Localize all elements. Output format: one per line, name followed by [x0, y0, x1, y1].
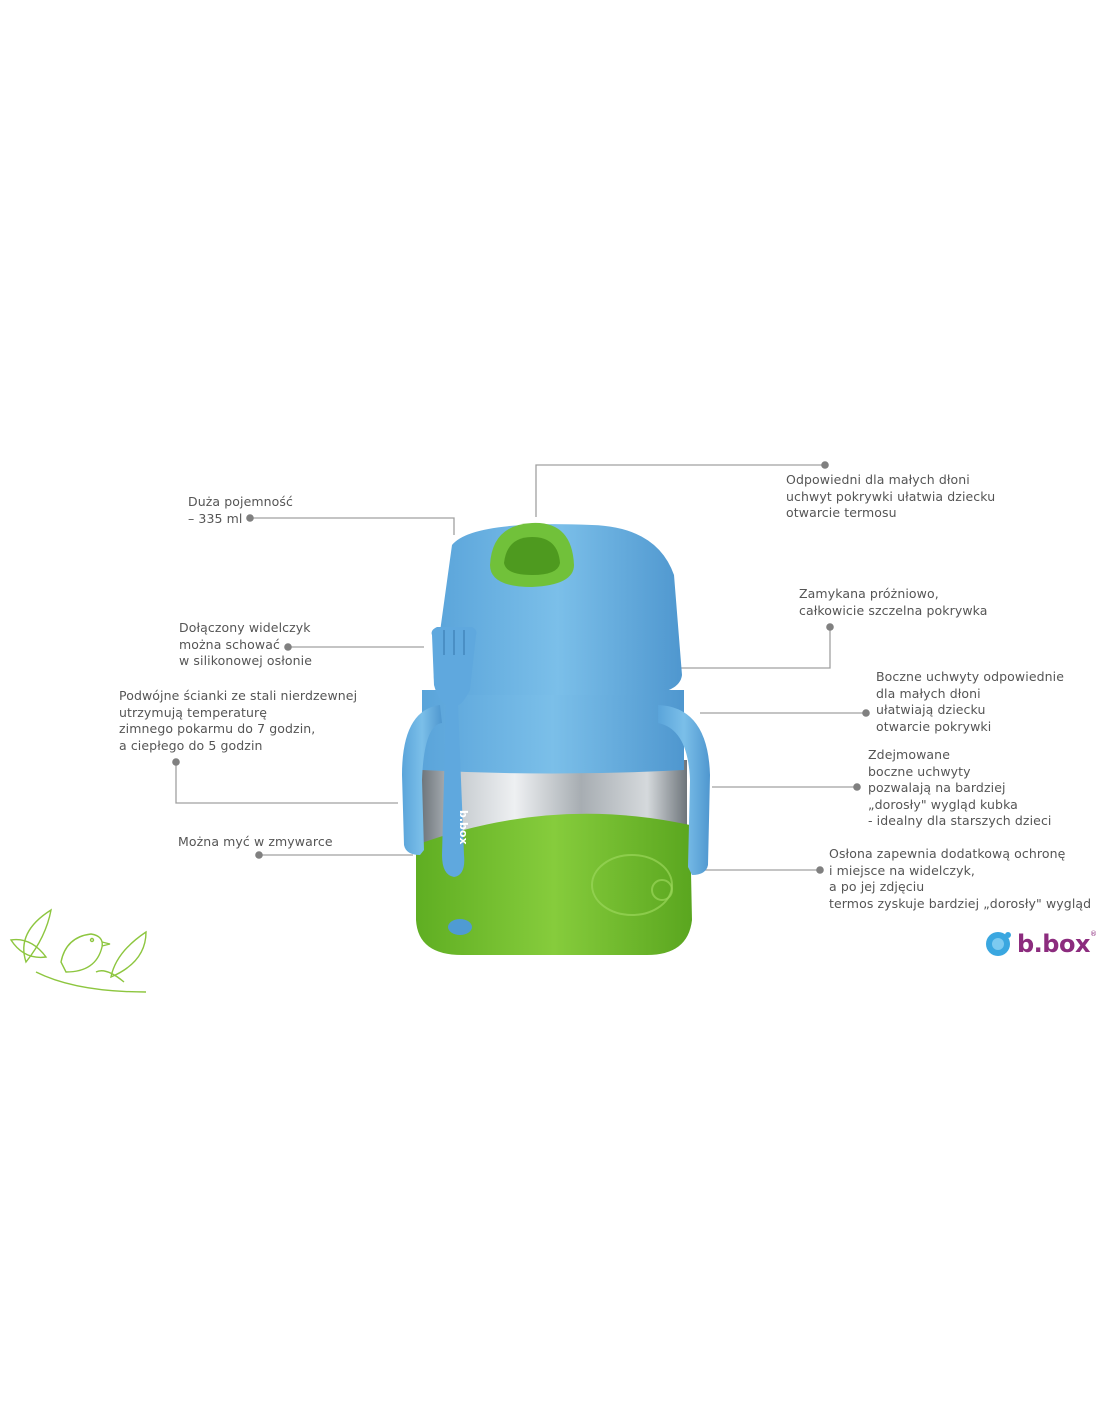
bbox-logo-icon [986, 932, 1011, 956]
dot-sleeve [816, 866, 824, 874]
dot-dishwasher [255, 851, 263, 859]
left-side-handle [402, 705, 442, 855]
dot-removable [853, 783, 861, 791]
callout-sleeve: Osłona zapewnia dodatkową ochronę i miej… [829, 846, 1092, 911]
fork [431, 627, 477, 877]
dot-capacity [246, 514, 254, 522]
leader-capacity [250, 517, 455, 535]
logo-text: b.box [1017, 930, 1090, 958]
callout-walls: Podwójne ścianki ze stali nierdzewnej ut… [119, 688, 358, 753]
leader-handle [535, 464, 825, 517]
callout-side-handles: Boczne uchwyty odpowiednie dla małych dł… [876, 669, 1065, 734]
dot-side-handles [862, 709, 870, 717]
leader-walls [175, 762, 398, 804]
bbox-logo: b.box® [1017, 930, 1097, 958]
silicone-sleeve [416, 813, 692, 955]
bird-illustration [9, 908, 147, 993]
logo-trademark: ® [1089, 930, 1097, 938]
callout-dishwasher: Można myć w zmywarce [178, 834, 333, 849]
right-side-handle [658, 705, 710, 875]
callout-vacuum: Zamykana próżniowo, całkowicie szczelna … [799, 586, 988, 618]
thermos-illustration: b.box [402, 522, 710, 955]
fork-brand-text: b.box [457, 810, 470, 845]
callout-fork: Dołączony widelczyk można schować w sili… [179, 620, 313, 668]
lid-collar [422, 690, 684, 774]
callout-handle: Odpowiedni dla małych dłoni uchwyt pokry… [786, 472, 996, 520]
dot-fork [284, 643, 292, 651]
callout-removable: Zdejmowane boczne uchwyty pozwalają na b… [868, 747, 1052, 828]
sleeve-decor [591, 854, 673, 916]
leader-vacuum [680, 627, 831, 669]
dot-vacuum [826, 623, 834, 631]
dot-walls [172, 758, 180, 766]
dot-handle [821, 461, 829, 469]
sleeve-button [448, 919, 472, 935]
callout-capacity: Duża pojemność – 335 ml [188, 494, 294, 526]
